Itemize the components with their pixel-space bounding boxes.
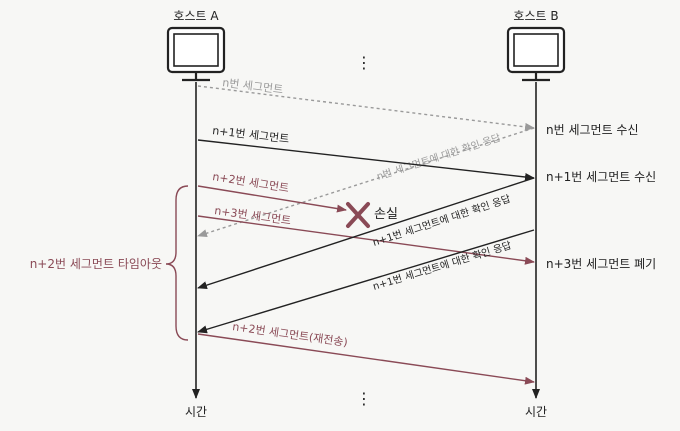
host-a-monitor-icon	[166, 26, 226, 82]
label-seg-n2-resend: n+2번 세그먼트(재전송)	[232, 320, 349, 349]
loss-x-icon	[346, 202, 370, 228]
event-recv-n: n번 세그먼트 수신	[546, 123, 639, 137]
host-b-time-label: 시간	[525, 405, 547, 419]
arrow-ack-n1-first	[197, 177, 535, 290]
ellipsis-top: ⋮	[356, 53, 372, 72]
arrow-seg-n	[197, 85, 535, 131]
arrow-ack-n	[197, 127, 535, 238]
event-recv-n1: n+1번 세그먼트 수신	[546, 170, 656, 184]
arrow-ack-n1-second	[197, 229, 535, 334]
host-b-monitor-icon	[506, 26, 566, 82]
label-ack-n1-second: n+1번 세그먼트에 대한 확인 응답	[371, 239, 512, 292]
arrow-seg-n1	[197, 139, 535, 181]
event-discard-n3: n+3번 세그먼트 폐기	[546, 257, 656, 271]
label-timeout: n+2번 세그먼트 타임아웃	[30, 257, 162, 271]
host-a-time-label: 시간	[185, 405, 207, 419]
arrow-seg-n2	[197, 185, 347, 213]
host-a-label: 호스트 A	[173, 9, 219, 23]
arrow-seg-n2-resend	[197, 333, 535, 385]
label-loss: 손실	[374, 207, 398, 222]
timeout-brace	[165, 185, 189, 341]
arrow-seg-n3	[197, 215, 535, 265]
host-b-label: 호스트 B	[513, 9, 558, 23]
label-seg-n2: n+2번 세그먼트	[212, 170, 290, 195]
ellipsis-bottom: ⋮	[356, 389, 372, 408]
label-ack-n: n번 세그먼트에 대한 확인 응답	[375, 132, 502, 183]
